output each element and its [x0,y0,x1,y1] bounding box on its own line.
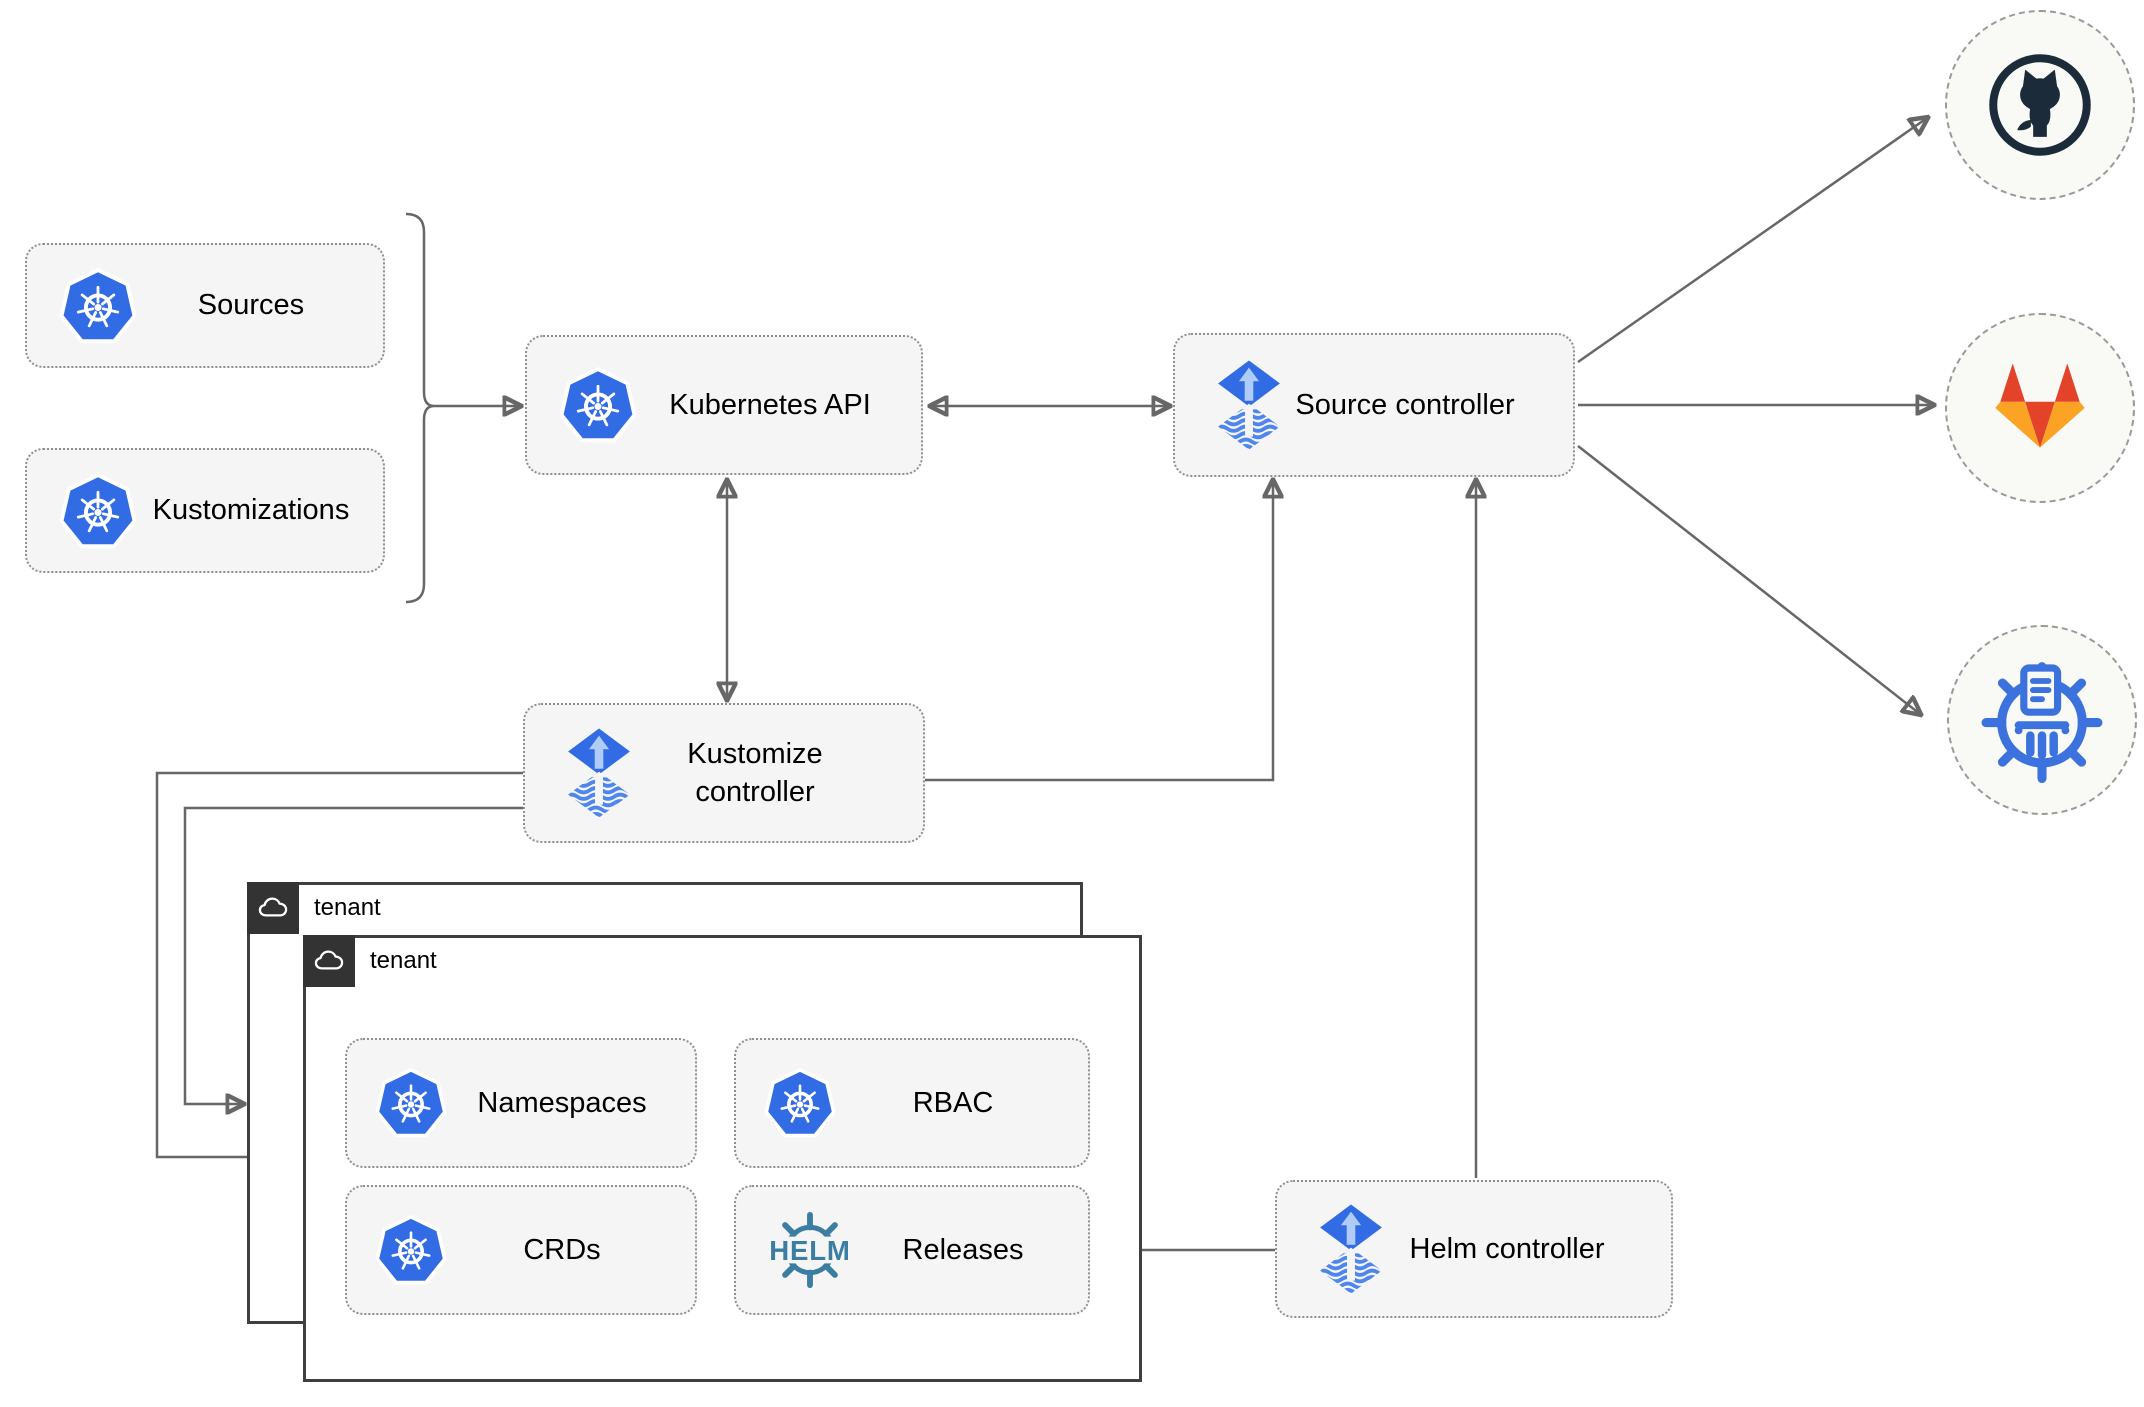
edge-source-controller-to-chartmuseum [1577,445,1920,714]
kubernetes-icon [375,1215,447,1285]
node-namespaces-label: Namespaces [477,1086,647,1119]
chartmuseum-icon [1981,662,2103,784]
node-crds: CRDs [345,1185,697,1315]
flux-icon [1315,1203,1387,1295]
helm-logo-text: HELM [769,1235,850,1266]
remote-chartmuseum [1947,625,2137,815]
node-kustomizations: Kustomizations [25,448,385,573]
helm-wheel-icon: HELM [769,1211,850,1289]
remote-gitlab [1945,313,2135,503]
node-crds-label: CRDs [523,1233,601,1266]
kubernetes-icon [59,267,137,343]
flux-icon [1213,359,1285,451]
edge-kustomize-to-source-controller [925,481,1273,782]
kubernetes-icon [559,367,637,443]
tenant-label: tenant [370,947,437,974]
flux-icon [563,727,635,819]
node-source-controller: Source controller [1173,333,1575,477]
tenant-label: tenant [314,894,381,921]
kubernetes-icon [764,1068,836,1138]
node-sources-label: Sources [197,289,305,322]
node-rbac: RBAC [734,1038,1090,1168]
node-sources: Sources [25,243,385,368]
node-namespaces: Namespaces [345,1038,697,1168]
github-icon [1989,54,2091,156]
node-helm-controller-label: Helm controller [1409,1232,1605,1265]
node-source-controller-label: Source controller [1295,388,1515,421]
node-kustomize-controller: Kustomize controller [523,703,925,843]
node-kustomizations-label: Kustomizations [152,494,350,527]
node-kubernetes-api: Kubernetes API [525,335,923,475]
tenant-tab [247,882,299,934]
remote-github [1945,10,2135,200]
node-kustomize-controller-label: Kustomize controller [687,737,823,808]
node-kubernetes-api-label: Kubernetes API [669,388,871,421]
node-releases: HELM Releases [734,1185,1090,1315]
gitlab-icon [1995,363,2085,448]
node-helm-controller: Helm controller [1275,1180,1673,1318]
cloud-icon [258,897,288,917]
edge-source-controller-to-github [1577,118,1927,364]
kubernetes-icon [59,472,137,548]
cloud-icon [314,950,344,970]
node-rbac-label: RBAC [912,1086,994,1119]
bracket-sources-group [405,212,435,604]
kubernetes-icon [375,1068,447,1138]
tenant-tab [303,935,355,987]
node-releases-label: Releases [902,1233,1024,1266]
